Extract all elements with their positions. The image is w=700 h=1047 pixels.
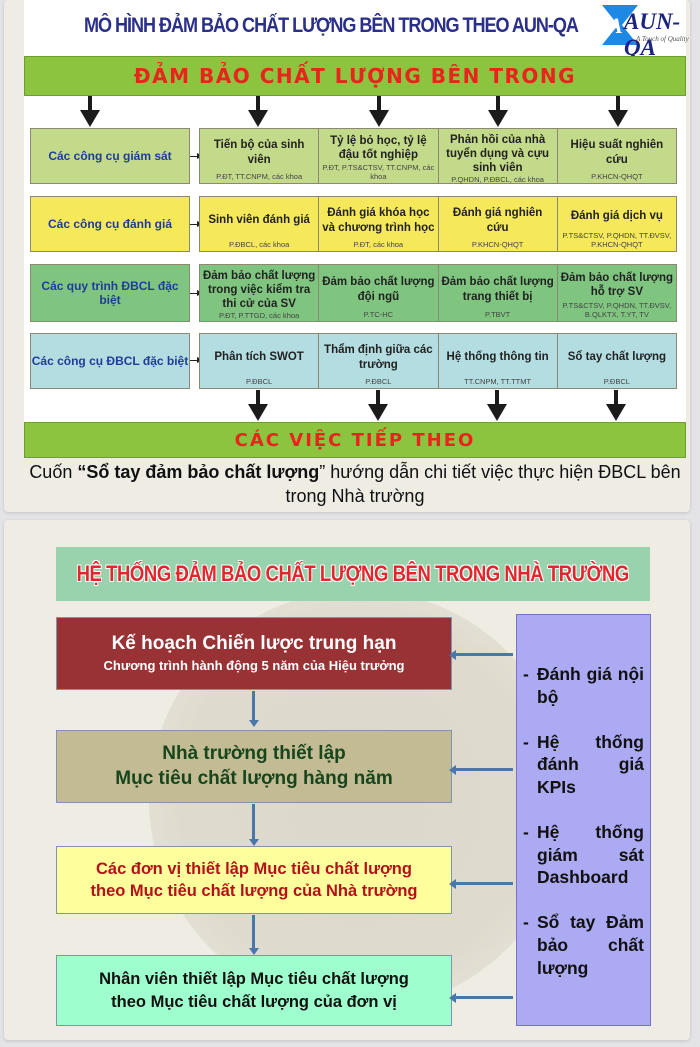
side-item-dashboard: -Hệ thống giám sát Dashboard [523,821,644,888]
logo-text: AUN-QA [624,9,681,60]
left-arrow-icon [449,992,513,1003]
special-qa-processes-row: Đảm bảo chất lượng trong việc kiểm tra t… [199,264,677,322]
down-arrow-icon [488,96,508,128]
down-arrow-icon [248,691,259,727]
down-arrow-icon [248,96,268,128]
left-arrow-icon [449,649,513,660]
down-arrow-icon [487,390,507,422]
side-item-qa-handbook: -Sổ tay Đảm bảo chất lượng [523,912,644,978]
hourglass-logo-icon: A [602,5,638,45]
right-arrow-icon [190,220,203,227]
svg-text:A: A [606,13,623,38]
row-label-special-qa-processes: Các quy trình ĐBCL đặc biệt [30,264,190,322]
left-arrow-icon [449,878,513,889]
down-arrow-icon [80,96,100,128]
side-item-internal-audit: -Đánh giá nội bộ [523,664,644,707]
right-arrow-icon [190,356,203,363]
row-label-special-qa-tools: Các công cụ ĐBCL đặc biệt [30,333,190,389]
right-arrow-icon [190,289,203,296]
down-arrow-icon [248,804,259,846]
row-label-evaluation-tools: Các công cụ đánh giá [30,196,190,252]
next-steps-bar: CÁC VIỆC TIẾP THEO [24,422,686,458]
cell-employer-alumni-feedback: Phản hồi của nhà tuyển dụng và cựu sinh … [439,129,558,184]
system-title-banner: HỆ THỐNG ĐẢM BẢO CHẤT LƯỢNG BÊN TRONG NH… [56,547,650,601]
aun-qa-model-panel: MÔ HÌNH ĐẢM BẢO CHẤT LƯỢNG BÊN TRONG THE… [4,0,690,512]
internal-qa-header-bar: ĐẢM BẢO CHẤT LƯỢNG BÊN TRONG [24,56,686,96]
system-title: HỆ THỐNG ĐẢM BẢO CHẤT LƯỢNG BÊN TRONG NH… [76,561,630,586]
aun-qa-logo: A AUN-QA A Touch of Quality [600,3,700,60]
down-arrow-icon [248,915,259,955]
qa-tools-side-panel: -Đánh giá nội bộ -Hệ thống đánh giá KPIs… [516,614,651,1026]
internal-qa-system-panel: HỆ THỐNG ĐẢM BẢO CHẤT LƯỢNG BÊN TRONG NH… [4,520,690,1040]
down-arrow-icon [369,96,389,128]
staff-quality-goals-box: Nhân viên thiết lập Mục tiêu chất lượng … [56,955,452,1026]
down-arrow-icon [368,390,388,422]
slide-title: MÔ HÌNH ĐẢM BẢO CHẤT LƯỢNG BÊN TRONG THE… [84,14,579,37]
right-arrow-icon [190,152,203,159]
side-item-kpi-system: -Hệ thống đánh giá KPIs [523,731,644,798]
down-arrow-icon [248,390,268,422]
unit-quality-goals-box: Các đơn vị thiết lập Mục tiêu chất lượng… [56,846,452,914]
logo-tagline: A Touch of Quality [636,35,689,43]
annual-quality-goals-box: Nhà trường thiết lập Mục tiêu chất lượng… [56,730,452,803]
row-label-monitoring-tools: Các công cụ giám sát [30,128,190,184]
cell-exam-qa: Đảm bảo chất lượng trong việc kiểm tra t… [200,265,320,321]
handbook-caption: Cuốn “Sổ tay đảm bảo chất lượng” hướng d… [29,462,681,507]
down-arrow-icon [608,96,628,128]
down-arrow-icon [606,390,626,422]
strategic-plan-box: Kế hoạch Chiến lược trung hạn Chương trì… [56,617,452,690]
left-arrow-icon [449,764,513,775]
